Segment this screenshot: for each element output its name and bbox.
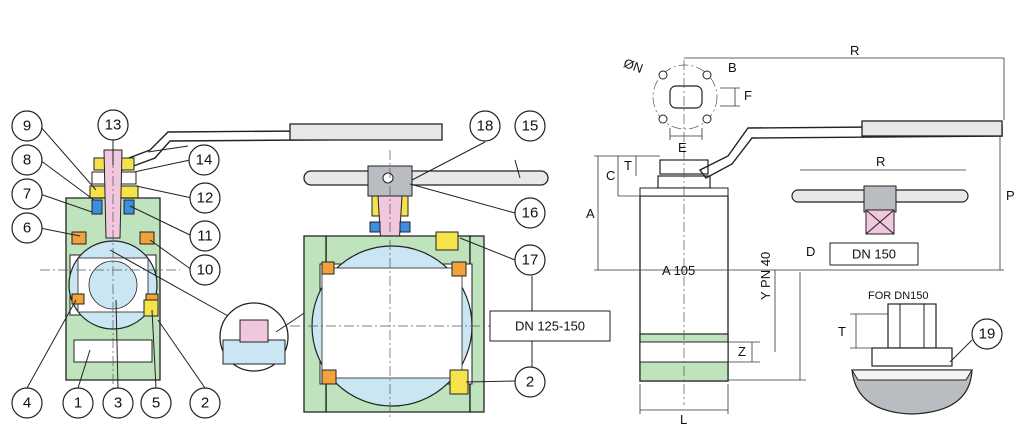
for-dn150-detail: FOR DN150 T [838, 290, 973, 415]
callout-5: 5 [140, 387, 172, 419]
svg-text:3: 3 [114, 395, 122, 412]
svg-text:1: 1 [74, 395, 82, 412]
bolt-holes [658, 70, 712, 124]
svg-text:P: P [1006, 188, 1015, 203]
svg-text:7: 7 [23, 186, 31, 203]
svg-text:Z: Z [738, 344, 746, 359]
callout-8: 8 [11, 144, 43, 176]
callout-17: 17 [514, 244, 546, 276]
svg-text:DN 150: DN 150 [852, 247, 896, 262]
svg-text:T: T [624, 158, 632, 173]
callout-4: 4 [11, 387, 43, 419]
middle-gasket-4 [449, 369, 469, 395]
left-lever-grip [289, 123, 443, 141]
callout-14: 14 [188, 144, 220, 176]
svg-text:D: D [806, 244, 815, 259]
svg-text:16: 16 [522, 205, 539, 222]
detail-magnifier [109, 249, 381, 372]
svg-text:A: A [586, 206, 595, 221]
svg-text:2: 2 [201, 395, 209, 412]
middle-gasket-2 [451, 261, 467, 277]
svg-text:9: 9 [23, 118, 31, 135]
middle-t-handle [303, 170, 549, 186]
svg-text:ØN: ØN [622, 55, 645, 76]
callout-bubbles: 9 8 7 6 13 14 12 11 10 4 1 3 5 2 18 15 1… [11, 109, 1003, 419]
svg-text:12: 12 [197, 190, 214, 207]
callout-16: 16 [514, 197, 546, 229]
detail-stem [887, 303, 937, 349]
callout-13: 13 [97, 109, 129, 141]
left-seal-1 [91, 199, 103, 215]
middle-gasket-1 [321, 261, 335, 275]
svg-text:18: 18 [477, 118, 494, 135]
svg-text:R: R [876, 154, 885, 169]
dn-125-150-box: DN 125-150 [489, 310, 611, 342]
svg-text:FOR DN150: FOR DN150 [868, 290, 929, 302]
callout-1: 1 [62, 387, 94, 419]
callout-11: 11 [189, 220, 221, 252]
top-stem-square [669, 85, 703, 109]
svg-text:17: 17 [522, 252, 539, 269]
left-gasket-3 [71, 293, 85, 305]
svg-text:Y PN 40: Y PN 40 [758, 252, 773, 300]
svg-text:L: L [680, 412, 687, 427]
callout-19: 19 [971, 318, 1003, 350]
leader-lines [26, 125, 533, 389]
top-bolt-circle [652, 64, 718, 130]
dn150-t-handle-inset: R DN 150 [791, 154, 969, 266]
svg-text:2: 2 [526, 374, 534, 391]
detail-cap [851, 369, 973, 415]
callout-2: 2 [189, 387, 221, 419]
svg-text:15: 15 [522, 118, 539, 135]
detail-ball-part [222, 339, 286, 365]
callout-2b: 2 [514, 366, 546, 398]
svg-text:14: 14 [196, 152, 213, 169]
svg-text:B: B [728, 60, 737, 75]
callout-7: 7 [11, 178, 43, 210]
svg-text:A 105: A 105 [662, 263, 695, 278]
svg-text:E: E [678, 140, 687, 155]
middle-seal-r [399, 221, 411, 233]
left-bolt-yellow [143, 299, 159, 317]
svg-text:DN 125-150: DN 125-150 [515, 319, 585, 334]
detail-stem-part [239, 319, 269, 343]
svg-text:10: 10 [197, 262, 214, 279]
left-seal-2 [123, 199, 135, 215]
svg-text:F: F [744, 88, 752, 103]
middle-gasket-3 [321, 369, 337, 385]
inset-handle-head [863, 185, 897, 213]
svg-text:4: 4 [23, 395, 31, 412]
callout-12: 12 [189, 182, 221, 214]
svg-text:11: 11 [197, 228, 213, 245]
callout-3: 3 [102, 387, 134, 419]
middle-valve-section [290, 150, 549, 420]
middle-bolt [435, 231, 459, 251]
callout-15: 15 [514, 110, 546, 142]
middle-seal-l [369, 221, 381, 233]
svg-text:C: C [606, 168, 615, 183]
svg-text:R: R [850, 43, 859, 58]
left-gasket-1 [71, 231, 87, 245]
callout-9: 9 [11, 110, 43, 142]
callout-18: 18 [469, 110, 501, 142]
right-lever-grip [861, 120, 1003, 137]
left-gasket-2 [139, 231, 155, 245]
svg-text:T: T [838, 324, 846, 339]
detail-nut [871, 347, 953, 367]
middle-ball-port [321, 267, 463, 379]
svg-text:19: 19 [979, 326, 996, 343]
left-valve-section [40, 123, 443, 400]
callout-10: 10 [189, 254, 221, 286]
svg-text:6: 6 [23, 220, 31, 237]
callout-6: 6 [11, 212, 43, 244]
svg-text:13: 13 [105, 117, 122, 134]
svg-text:8: 8 [23, 152, 31, 169]
right-dimension-view: R ØN B F E C T A D P Z L A 105 Y PN 40 [586, 43, 1015, 427]
svg-text:5: 5 [152, 395, 160, 412]
